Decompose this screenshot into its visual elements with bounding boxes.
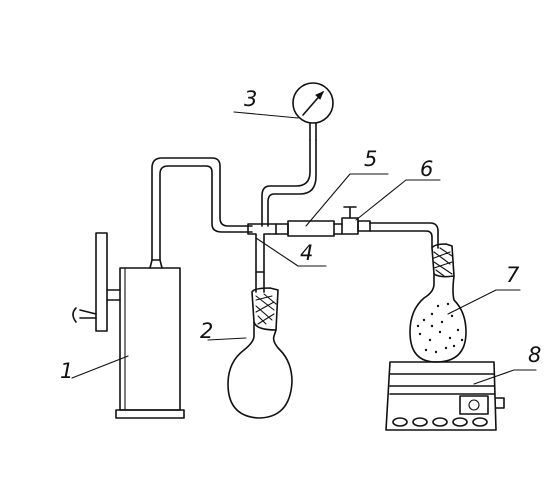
- callouts: 1 2 3 4 5 6 7 8: [60, 87, 541, 385]
- flask-7-stopper: [431, 243, 455, 278]
- heater-panel-lines: [389, 373, 495, 395]
- heater-base: [385, 361, 505, 431]
- valve: [341, 206, 371, 235]
- leader-8: [473, 369, 537, 385]
- label-5: 5: [364, 147, 377, 171]
- sample-flask: [409, 243, 467, 363]
- tube-coupling: [275, 223, 289, 235]
- pump-outlet: [149, 259, 163, 269]
- vacuum-pump: [72, 232, 185, 419]
- flask-7-stopper-hatch: [433, 247, 453, 277]
- label-2: 2: [200, 319, 213, 343]
- gauge-tube-outer: [261, 139, 311, 227]
- pump-base: [115, 409, 185, 419]
- connecting-tube: [275, 220, 343, 237]
- valve-handle: [343, 206, 357, 219]
- heater-body: [385, 361, 497, 431]
- valve-outlet: [357, 220, 371, 232]
- heater-display: [459, 395, 489, 415]
- pump-body: [119, 267, 181, 411]
- flask-7-body: [409, 273, 467, 363]
- pump-wheel: [95, 232, 108, 332]
- gauge-tube-inner: [267, 139, 317, 227]
- leader-4: [255, 237, 327, 267]
- tube-outer-7: [369, 222, 439, 249]
- flask-2-stopper: [251, 287, 279, 331]
- label-7: 7: [506, 263, 520, 287]
- tube-inner-7: [369, 230, 433, 249]
- vacuum-tubing: [151, 157, 253, 261]
- label-4: 4: [300, 241, 313, 265]
- receiving-flask: [227, 271, 293, 419]
- label-8: 8: [528, 343, 541, 367]
- tube-section: [287, 220, 335, 237]
- heater-knobs: [392, 417, 488, 427]
- pressure-gauge: [261, 82, 334, 227]
- leader-5: [305, 173, 389, 227]
- leader-1: [71, 355, 129, 379]
- heater-dial: [468, 399, 480, 411]
- flask-7-contents: [416, 302, 464, 354]
- label-1: 1: [60, 359, 73, 383]
- pump-axle: [106, 289, 121, 301]
- gauge-dial: [292, 82, 334, 124]
- gauge-needle-head: [315, 91, 324, 100]
- leader-7: [447, 289, 521, 315]
- leader-3: [233, 111, 299, 119]
- tube-inner: [159, 165, 253, 261]
- label-3: 3: [244, 87, 257, 111]
- gauge-stem: [309, 122, 317, 141]
- tube-to-valve: [333, 223, 343, 235]
- flask-2-body: [227, 321, 293, 419]
- label-6: 6: [420, 157, 433, 181]
- tube-to-flask-7: [369, 222, 439, 249]
- flask-2-stopper-hatch: [255, 293, 277, 325]
- leader-2: [207, 337, 247, 341]
- leader-6: [355, 179, 441, 221]
- tube-outer: [151, 157, 253, 261]
- pump-handle: [72, 307, 97, 323]
- valve-body: [341, 217, 359, 235]
- heater-side-knob: [495, 397, 505, 409]
